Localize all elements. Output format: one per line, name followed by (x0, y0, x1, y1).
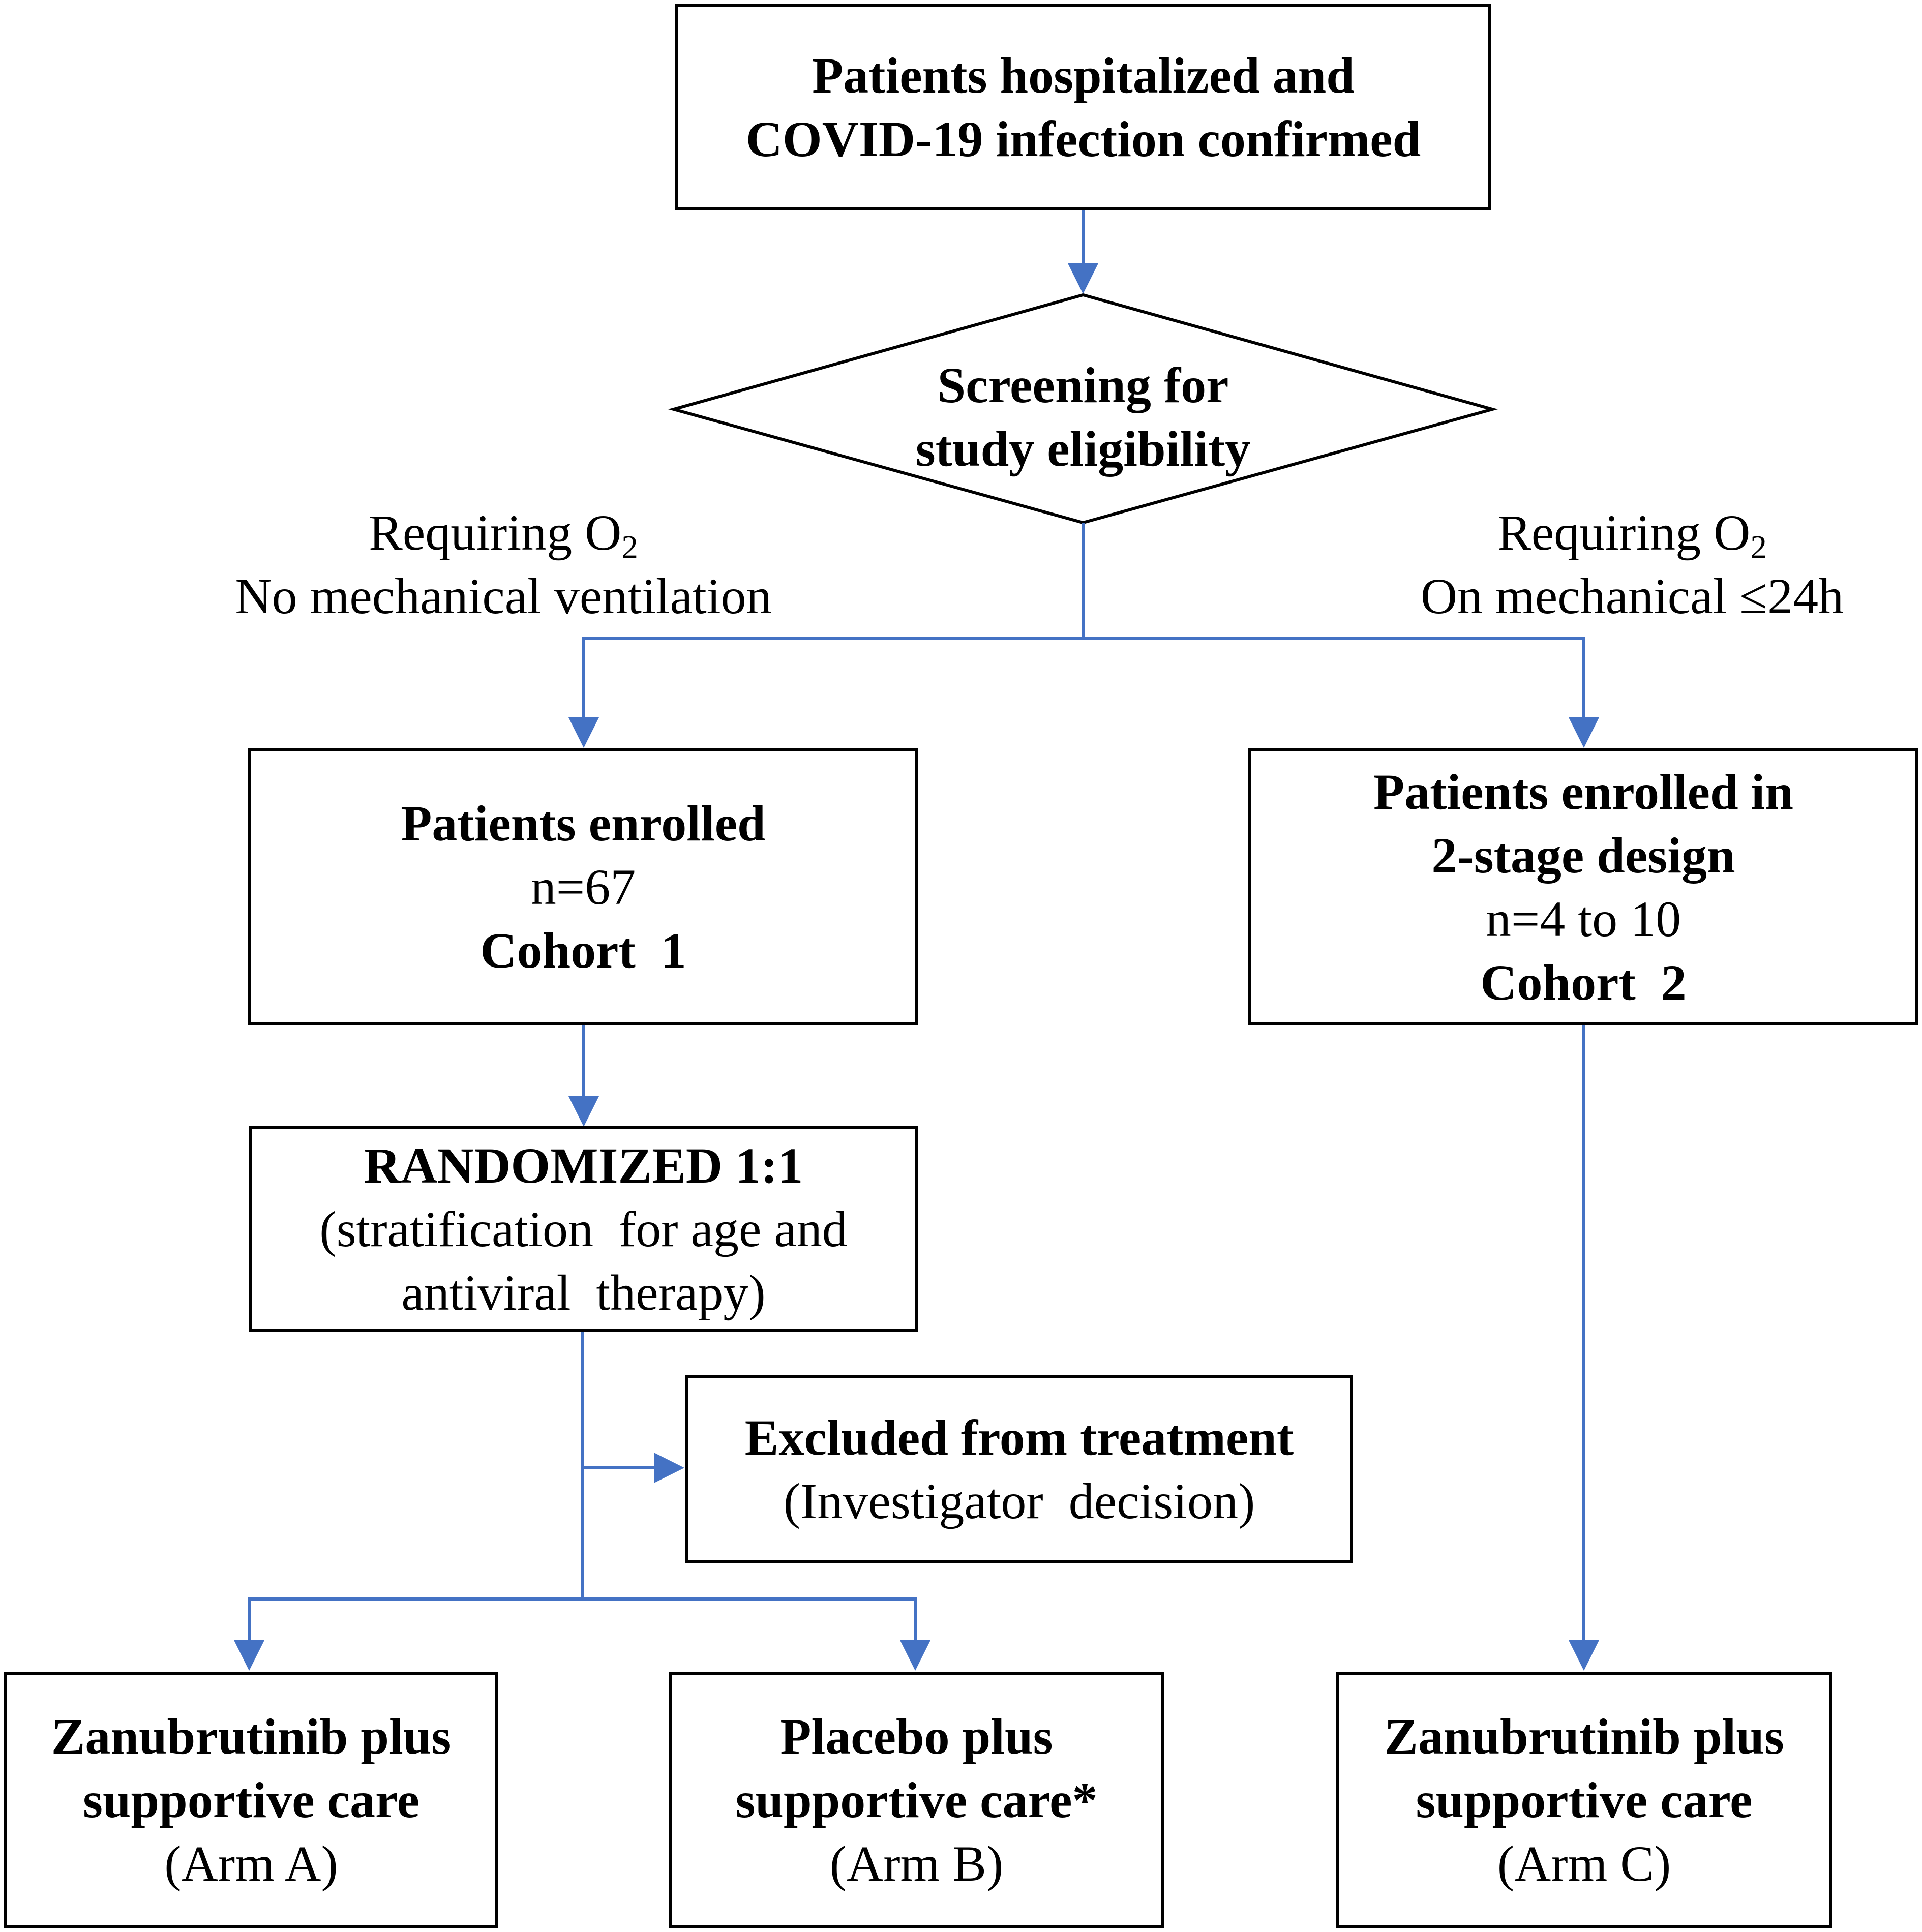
cohort2-line4: Cohort 2 (1480, 954, 1687, 1011)
cohort1-line3: Cohort 1 (480, 922, 686, 979)
randomized-line1: RANDOMIZED 1:1 (364, 1137, 803, 1194)
cohort1-line2: n=67 (530, 859, 636, 915)
screening-line2: study eligibility (915, 420, 1251, 477)
arrow-to-arm-a (234, 1597, 582, 1671)
arm-b-line1: Placebo plus (780, 1708, 1053, 1765)
arm-c-line3: (Arm C) (1497, 1835, 1671, 1892)
branch-right-line1: Requiring O2 (1497, 504, 1767, 566)
arm-b-line2: supportive care* (735, 1772, 1098, 1828)
box-arm-c: Zanubrutinib plus supportive care (Arm C… (1336, 1672, 1832, 1928)
cohort1-line1: Patients enrolled (401, 795, 766, 852)
branch-label-right: Requiring O2 On mechanical ≤24h (1353, 501, 1912, 628)
box-randomized: RANDOMIZED 1:1 (stratification for age a… (249, 1126, 918, 1332)
screening-label: Screening for study eligibility (676, 346, 1490, 488)
box-cohort2: Patients enrolled in 2-stage design n=4 … (1248, 748, 1918, 1025)
box-arm-a: Zanubrutinib plus supportive care (Arm A… (4, 1672, 498, 1928)
randomized-line2: (stratification for age and (319, 1201, 848, 1257)
box-hospitalized-line1: Patients hospitalized and (812, 47, 1355, 104)
arm-a-line2: supportive care (83, 1772, 419, 1828)
excluded-line1: Excluded from treatment (744, 1409, 1294, 1466)
arm-c-line1: Zanubrutinib plus (1384, 1708, 1784, 1765)
cohort2-line3: n=4 to 10 (1485, 890, 1681, 947)
box-hospitalized: Patients hospitalized and COVID-19 infec… (675, 4, 1491, 210)
randomized-line3: antiviral therapy) (401, 1264, 766, 1321)
branch-left-line1: Requiring O2 (369, 504, 638, 566)
box-excluded: Excluded from treatment (Investigator de… (685, 1375, 1353, 1563)
cohort2-line2: 2-stage design (1431, 827, 1735, 884)
box-hospitalized-line2: COVID-19 infection confirmed (745, 110, 1421, 167)
arm-b-line3: (Arm B) (829, 1835, 1004, 1892)
branch-left-line2: No mechanical ventilation (235, 568, 772, 624)
excluded-line2: (Investigator decision) (783, 1473, 1255, 1529)
arrow-to-cohort1 (568, 637, 1083, 748)
arrow-to-cohort2 (1083, 637, 1599, 748)
branch-right-line2: On mechanical ≤24h (1420, 568, 1844, 624)
cohort2-line1: Patients enrolled in (1373, 763, 1793, 820)
arm-a-line1: Zanubrutinib plus (51, 1708, 452, 1765)
screening-line1: Screening for (937, 357, 1229, 413)
arm-a-line3: (Arm A) (164, 1835, 338, 1892)
box-cohort1: Patients enrolled n=67 Cohort 1 (248, 748, 918, 1025)
box-arm-b: Placebo plus supportive care* (Arm B) (669, 1672, 1164, 1928)
branch-label-left: Requiring O2 No mechanical ventilation (203, 501, 803, 628)
arrow-to-arm-b (582, 1597, 930, 1671)
arm-c-line2: supportive care (1416, 1772, 1753, 1828)
